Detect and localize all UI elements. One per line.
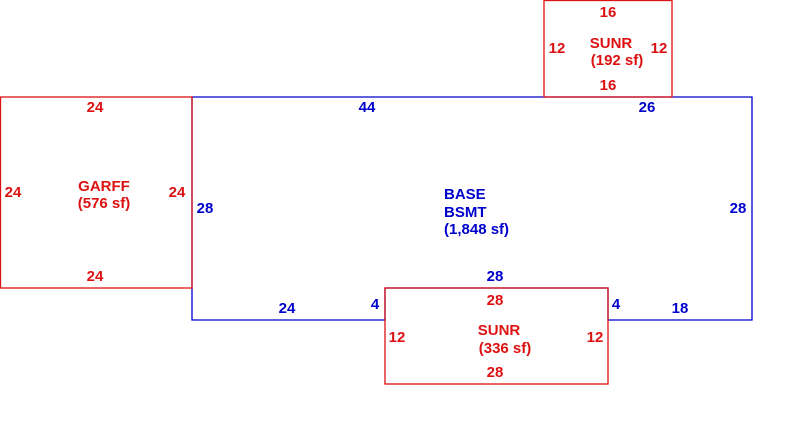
- sunroom-top-label-name: SUNR: [590, 35, 633, 52]
- sunroom-bottom-label-name: SUNR: [478, 322, 521, 339]
- sunroom-top-area: 16 16 12 12 SUNR (192 sf): [543, 0, 673, 98]
- base-label-name: BASE: [444, 186, 486, 203]
- sunroom-top-dim-top: 16: [600, 4, 617, 21]
- sunroom-top-dim-right: 12: [651, 40, 668, 57]
- base-dim-left: 28: [197, 200, 214, 217]
- sunroom-bottom-label-area: (336 sf): [479, 340, 532, 357]
- base-dim-notch-top: 28: [487, 268, 504, 285]
- garage-label-area: (576 sf): [78, 195, 131, 212]
- base-label-subname: BSMT: [444, 204, 487, 221]
- base-dim-bottom-left: 24: [279, 300, 296, 317]
- base-dim-top-left: 44: [359, 99, 376, 116]
- sunroom-bottom-dim-bottom: 28: [487, 364, 504, 381]
- base-label-area: (1,848 sf): [444, 221, 509, 238]
- sunroom-bottom-dim-top: 28: [487, 292, 504, 309]
- base-dim-notch-left: 4: [371, 296, 380, 313]
- base-dim-bottom-right: 18: [672, 300, 689, 317]
- garage-dim-right: 24: [169, 184, 186, 201]
- sunroom-bottom-area: 28 28 12 12 SUNR (336 sf): [384, 287, 609, 385]
- sunroom-top-dim-bottom: 16: [600, 77, 617, 94]
- sunroom-top-outline: [543, 0, 673, 98]
- garage-outline: [0, 96, 193, 289]
- garage-dim-bottom: 24: [87, 268, 104, 285]
- sunroom-top-dim-left: 12: [549, 40, 566, 57]
- base-dim-notch-right: 4: [612, 296, 621, 313]
- sunroom-top-label-area: (192 sf): [591, 52, 644, 69]
- garage-label-name: GARFF: [78, 178, 130, 195]
- base-dim-right: 28: [730, 200, 747, 217]
- garage-dim-top: 24: [87, 99, 104, 116]
- base-dim-top-right: 26: [639, 99, 656, 116]
- base-area: 44 26 28 28 28 24 4 4 18 BASE BSMT (1,84…: [191, 96, 753, 321]
- garage-dim-left: 24: [5, 184, 22, 201]
- sunroom-bottom-outline: [384, 287, 609, 385]
- sunroom-bottom-dim-right: 12: [587, 329, 604, 346]
- sunroom-bottom-dim-left: 12: [389, 329, 406, 346]
- garage-area: 24 24 24 24 GARFF (576 sf): [0, 96, 193, 289]
